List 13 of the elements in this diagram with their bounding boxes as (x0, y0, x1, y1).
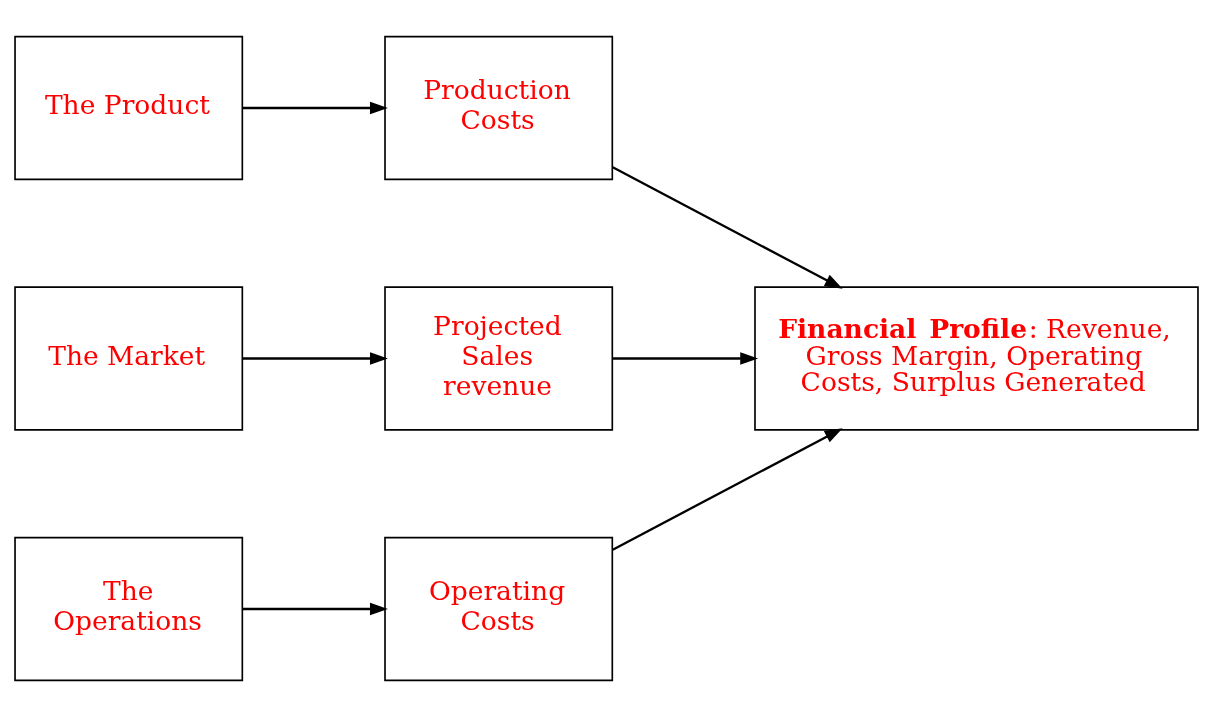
arrow (612, 352, 759, 365)
arrow (242, 352, 388, 365)
node-box: Financial Profile: Revenue, Gross Margin, Operating Costs, Surplus Generated (754, 286, 1199, 431)
arrow (242, 602, 388, 616)
node-box: Projected Sales revenue (384, 286, 614, 431)
arrow (612, 428, 843, 551)
arrow (242, 101, 388, 115)
node-box: Production Costs (384, 35, 614, 181)
node-box: The Product (14, 35, 244, 181)
node-box: The Market (14, 286, 244, 431)
arrow (612, 166, 843, 289)
node-box: Operating Costs (384, 536, 614, 682)
node-box: The Operations (14, 536, 244, 682)
